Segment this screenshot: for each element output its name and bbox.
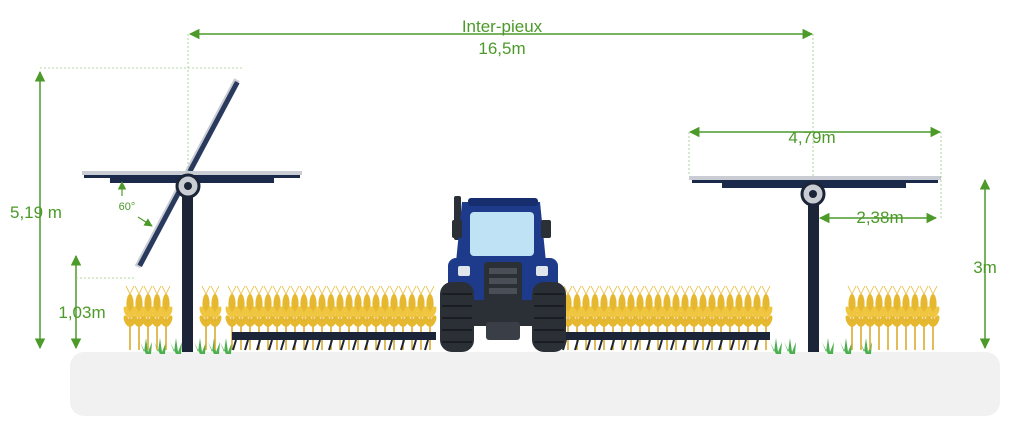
wheat-stalk <box>757 285 775 351</box>
harrow-tine <box>316 339 321 351</box>
harrow-tine <box>658 339 663 351</box>
harrow-implement <box>232 332 770 351</box>
wheat-stalk <box>421 285 439 351</box>
harrow-tine <box>256 339 261 351</box>
harrow-tine <box>244 339 249 351</box>
harrow-tine <box>754 339 759 351</box>
dimension-labels: Inter-pieux 16,5m 5,19 m 1,03m 60° 4,79m… <box>10 17 997 322</box>
harrow-tine <box>706 339 711 351</box>
harrow-tine <box>694 339 699 351</box>
harrow-tine <box>400 339 405 351</box>
harrow-tine <box>412 339 417 351</box>
harrow-tine <box>376 339 381 351</box>
harrow-tine <box>670 339 675 351</box>
grass-tuft <box>154 338 166 354</box>
grass-tuft <box>194 338 206 354</box>
grass-tuft <box>840 338 852 354</box>
ground <box>70 352 1000 416</box>
wheat-stalk <box>924 285 942 351</box>
grass-tuft <box>170 338 182 354</box>
grass-tuft <box>822 338 834 354</box>
harrow-tine <box>742 339 747 351</box>
inter-pile-label: Inter-pieux <box>462 17 543 36</box>
solar-tracker-icon <box>689 176 941 352</box>
grass-tuft <box>770 338 782 354</box>
grass-tuft <box>140 338 152 354</box>
harrow-tine <box>328 339 333 351</box>
grass-tuft <box>208 338 220 354</box>
harrow-tine <box>364 339 369 351</box>
harrow-tine <box>232 339 237 351</box>
dimension-lines <box>34 28 991 350</box>
harrow-tine <box>718 339 723 351</box>
harrow-tine <box>622 339 627 351</box>
harrow-tine <box>388 339 393 351</box>
harrow-tine <box>682 339 687 351</box>
wheat-stalk <box>157 285 175 351</box>
half-width-label: 2,38m <box>856 208 903 227</box>
inter-pile-value: 16,5m <box>478 39 525 58</box>
tractor-icon <box>440 196 566 352</box>
solar-tracker-icon <box>82 78 302 352</box>
harrow-tine <box>646 339 651 351</box>
grass-tuft <box>220 338 232 354</box>
harrow-tine <box>586 339 591 351</box>
harrow-tine <box>304 339 309 351</box>
tilt-angle-label: 60° <box>119 201 136 213</box>
harrow-tine <box>424 339 429 351</box>
harrow-tine <box>574 339 579 351</box>
harrow-tine <box>280 339 285 351</box>
axis-height-label: 3m <box>973 258 997 277</box>
harrow-tine <box>730 339 735 351</box>
harrow-tine <box>598 339 603 351</box>
panel-width-label: 4,79m <box>788 128 835 147</box>
wheat-stalk <box>206 285 224 351</box>
harrow-tine <box>634 339 639 351</box>
harrow-tine <box>610 339 615 351</box>
harrow-tine <box>268 339 273 351</box>
max-height-label: 5,19 m <box>10 203 62 222</box>
min-clearance-label: 1,03m <box>58 303 105 322</box>
harrow-tine <box>292 339 297 351</box>
harrow-tine <box>340 339 345 351</box>
harrow-tine <box>352 339 357 351</box>
grass-tuft <box>784 338 796 354</box>
